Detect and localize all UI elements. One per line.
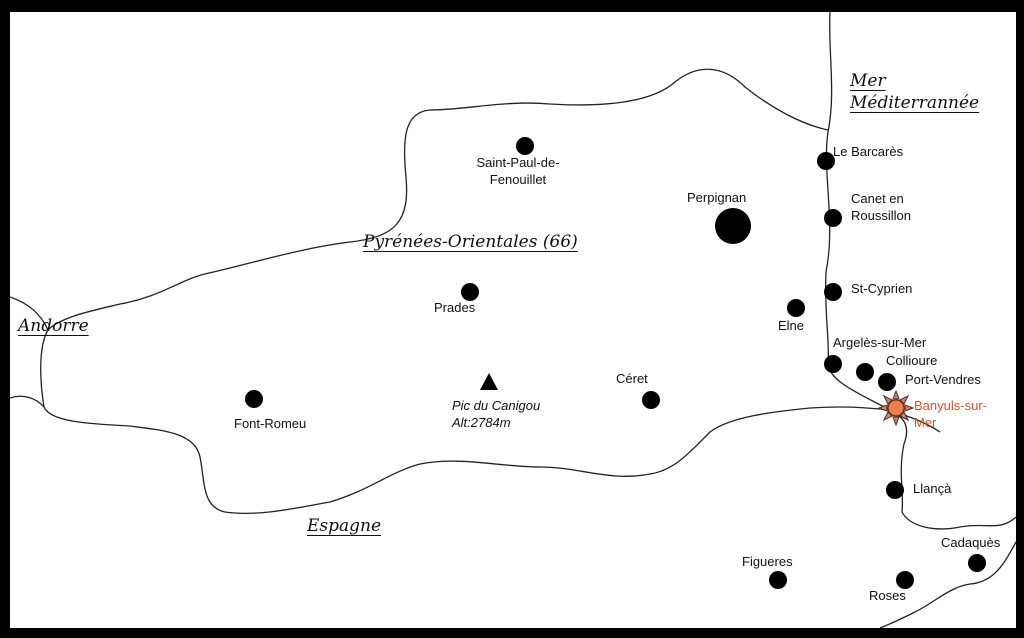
town-label-collioure: Collioure bbox=[886, 353, 938, 368]
town-label-prades: Prades bbox=[434, 300, 476, 315]
town-label-cadaques: Cadaquès bbox=[941, 535, 1001, 550]
town-marker-figueres bbox=[769, 571, 787, 589]
town-label-saint-paul-line1: Saint-Paul-de- bbox=[476, 155, 560, 170]
town-label-st-cyprien: St-Cyprien bbox=[851, 281, 913, 296]
spain-label: Espagne bbox=[307, 516, 382, 536]
andorra-label: Andorre bbox=[18, 316, 89, 336]
map-canvas bbox=[10, 12, 1016, 628]
town-label-canet-line1: Canet en bbox=[851, 191, 904, 206]
town-label-perpignan: Perpignan bbox=[687, 190, 747, 205]
town-label-saint-paul: Saint-Paul-de- Fenouillet bbox=[476, 154, 559, 188]
peak-label: Pic du Canigou Alt:2784m bbox=[452, 397, 540, 431]
town-label-banyuls: Banyuls-sur- Mer bbox=[914, 397, 987, 431]
department-border bbox=[40, 68, 891, 515]
town-label-saint-paul-line2: Fenouillet bbox=[489, 172, 547, 187]
peak-triangle-icon bbox=[480, 373, 498, 390]
town-label-canet: Canet en Roussillon bbox=[851, 190, 911, 224]
sea-label-line2: Méditerrannée bbox=[850, 93, 980, 113]
town-marker-collioure bbox=[856, 363, 874, 381]
town-marker-argeles bbox=[824, 355, 842, 373]
coastline bbox=[824, 12, 1016, 530]
cap-de-creus-coast bbox=[879, 541, 1016, 628]
sun-icon bbox=[877, 389, 915, 427]
department-label: Pyrénées-Orientales (66) bbox=[363, 232, 578, 252]
town-label-font-romeu: Font-Romeu bbox=[234, 416, 307, 431]
town-marker-font-romeu bbox=[245, 390, 263, 408]
town-marker-prades bbox=[461, 283, 479, 301]
town-marker-st-cyprien bbox=[824, 283, 842, 301]
peak-altitude: Alt:2784m bbox=[452, 415, 511, 430]
town-label-elne: Elne bbox=[778, 318, 805, 333]
town-marker-ceret bbox=[642, 391, 660, 409]
andorra-border bbox=[10, 296, 49, 408]
town-marker-roses bbox=[896, 571, 914, 589]
sea-label: Mer Méditerrannée bbox=[850, 70, 979, 114]
town-label-roses: Roses bbox=[869, 588, 906, 603]
map-frame: Mer Méditerrannée Pyrénées-Orientales (6… bbox=[10, 12, 1016, 628]
town-label-banyuls-line2: Mer bbox=[914, 415, 937, 430]
town-label-figueres: Figueres bbox=[742, 554, 793, 569]
town-marker-llanca bbox=[886, 481, 904, 499]
town-label-le-barcares: Le Barcarès bbox=[833, 144, 904, 159]
town-marker-le-barcares bbox=[817, 152, 835, 170]
town-label-argeles: Argelès-sur-Mer bbox=[833, 335, 927, 350]
town-marker-cadaques bbox=[968, 554, 986, 572]
town-marker-saint-paul bbox=[516, 137, 534, 155]
town-label-ceret: Céret bbox=[616, 371, 648, 386]
town-label-llanca: Llançà bbox=[913, 481, 952, 496]
town-marker-canet bbox=[824, 209, 842, 227]
town-label-port-vendres: Port-Vendres bbox=[905, 372, 981, 387]
sea-label-line1: Mer bbox=[850, 71, 886, 91]
town-label-banyuls-line1: Banyuls-sur- bbox=[914, 398, 987, 413]
town-marker-port-vendres bbox=[878, 373, 896, 391]
peak-name: Pic du Canigou bbox=[452, 398, 541, 413]
town-marker-perpignan bbox=[715, 208, 751, 244]
town-label-canet-line2: Roussillon bbox=[851, 208, 911, 223]
town-marker-elne bbox=[787, 299, 805, 317]
